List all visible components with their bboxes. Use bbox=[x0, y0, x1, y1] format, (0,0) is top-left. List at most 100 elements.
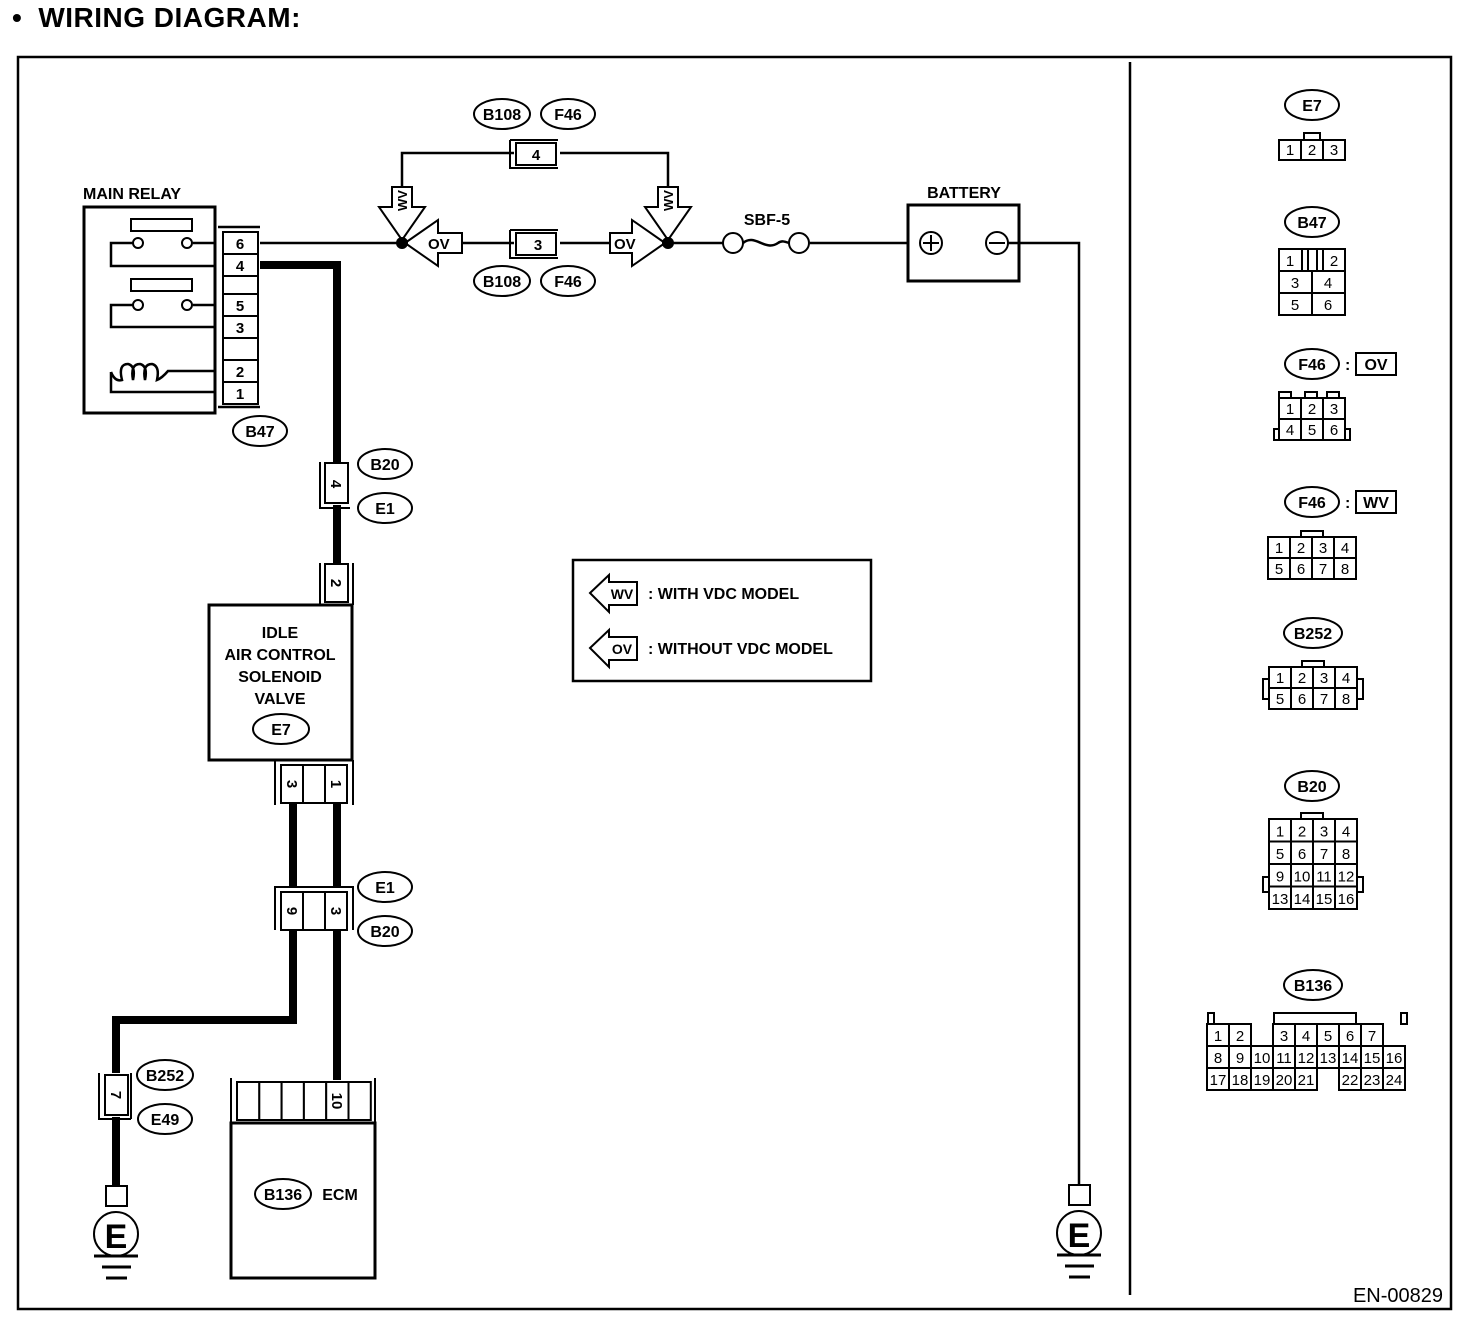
legend-wv-code: WV bbox=[611, 586, 634, 602]
connector-view-badge-f46: F46:OV bbox=[1284, 348, 1397, 380]
connector-badge-f46-bottom: F46 bbox=[540, 265, 596, 297]
ov-left-text: OV bbox=[428, 236, 450, 253]
pin-7: 7 bbox=[1320, 691, 1328, 708]
pin-6: 6 bbox=[1346, 1028, 1354, 1045]
relay-pin-cell bbox=[222, 275, 259, 295]
relay-pin-5: 5 bbox=[236, 298, 244, 315]
b108-top-label: B108 bbox=[483, 107, 521, 124]
pin-12: 12 bbox=[1298, 1050, 1315, 1067]
connector-badge-e1-top: E1 bbox=[357, 492, 413, 524]
variant-code: WV bbox=[1363, 495, 1389, 512]
relay-pin-cell bbox=[222, 381, 259, 405]
svg-text:5: 5 bbox=[1291, 297, 1299, 314]
title-bullet: • bbox=[12, 2, 23, 33]
pin-2: 2 bbox=[1298, 824, 1306, 841]
connector-view-badge-b136: B136 bbox=[1283, 969, 1343, 1001]
upper-pin-label: 4 bbox=[532, 147, 541, 164]
pin-6: 6 bbox=[1298, 691, 1306, 708]
joint-connector-b252-e49: 7 bbox=[98, 1073, 132, 1120]
b20-bottom-label: B20 bbox=[370, 924, 399, 941]
pin-14: 14 bbox=[1342, 1050, 1359, 1067]
valve-pin-3: 3 bbox=[283, 780, 300, 788]
pin-15: 15 bbox=[1316, 891, 1333, 908]
pin-4: 4 bbox=[1341, 540, 1349, 557]
pin-6: 6 bbox=[1330, 422, 1338, 439]
e49-label: E49 bbox=[151, 1112, 180, 1129]
legend-ov-code: OV bbox=[612, 641, 633, 657]
connector-view-id: F46 bbox=[1298, 495, 1326, 512]
pin-22: 22 bbox=[1342, 1072, 1359, 1089]
connector-badge-b20-top: B20 bbox=[357, 448, 413, 480]
valve-line-1: IDLE bbox=[262, 625, 299, 642]
pin-5: 5 bbox=[1275, 561, 1283, 578]
connector-badge-f46-top: F46 bbox=[540, 98, 596, 130]
pin-9: 9 bbox=[1236, 1050, 1244, 1067]
pin-21: 21 bbox=[1298, 1072, 1315, 1089]
pin-7: 7 bbox=[1319, 561, 1327, 578]
legend-wv-arrow-icon: WV bbox=[588, 572, 638, 615]
pin-7: 7 bbox=[1320, 846, 1328, 863]
ecm-pin-10: 10 bbox=[328, 1093, 345, 1110]
pin-20: 20 bbox=[1276, 1072, 1293, 1089]
ecm: 10 B136 ECM bbox=[229, 1078, 377, 1280]
svg-text:3: 3 bbox=[1291, 275, 1299, 292]
wv-left-text: WV bbox=[395, 190, 410, 211]
diagram-frame bbox=[16, 55, 1453, 1311]
joint-connector-lower: 3 bbox=[509, 229, 558, 259]
pin-17: 17 bbox=[1210, 1072, 1227, 1089]
pin-6: 6 bbox=[1298, 846, 1306, 863]
connector-badge-b108-top: B108 bbox=[473, 98, 531, 130]
pin-23: 23 bbox=[1364, 1072, 1381, 1089]
pin-8: 8 bbox=[1342, 691, 1350, 708]
wire-pin9-ground bbox=[112, 930, 297, 1073]
pin-2: 2 bbox=[1298, 670, 1306, 687]
svg-text:4: 4 bbox=[1324, 275, 1332, 292]
ground-left: E bbox=[93, 1185, 139, 1280]
pin-4: 4 bbox=[1286, 422, 1294, 439]
valve-line-3: SOLENOID bbox=[238, 669, 322, 686]
connector-view-badge-e7: E7 bbox=[1284, 89, 1340, 121]
connector-view-id: B136 bbox=[1294, 978, 1332, 995]
pin-11: 11 bbox=[1316, 869, 1332, 886]
pin-10: 10 bbox=[1254, 1050, 1271, 1067]
svg-text:2: 2 bbox=[1330, 253, 1338, 270]
ecm-pin-cell bbox=[236, 1081, 261, 1121]
legend-wv-text: : WITH VDC MODEL bbox=[648, 586, 799, 603]
relay-pin-6: 6 bbox=[236, 236, 244, 253]
relay-contact-bar bbox=[130, 218, 193, 232]
wv-arrow-left-icon: WV bbox=[377, 186, 427, 242]
pin-16: 16 bbox=[1338, 891, 1355, 908]
pin-3: 3 bbox=[1280, 1028, 1288, 1045]
pin-3: 3 bbox=[1330, 401, 1338, 418]
pin-19: 19 bbox=[1254, 1072, 1271, 1089]
variant-colon: : bbox=[1345, 357, 1350, 374]
connector-badge-e49: E49 bbox=[137, 1103, 193, 1135]
relay-pin-4: 4 bbox=[236, 258, 245, 275]
connector-badge-b20-bottom: B20 bbox=[357, 915, 413, 947]
pin-5: 5 bbox=[1308, 422, 1316, 439]
pin-1: 1 bbox=[1286, 142, 1294, 159]
b108-bottom-label: B108 bbox=[483, 274, 521, 291]
connector-badge-b252: B252 bbox=[136, 1059, 194, 1091]
valve-line-2: AIR CONTROL bbox=[224, 647, 335, 664]
pin-2: 2 bbox=[1297, 540, 1305, 557]
valve-line-4: VALVE bbox=[255, 691, 306, 708]
main-relay-label: MAIN RELAY bbox=[83, 186, 181, 203]
ecm-pin-cell bbox=[347, 1081, 372, 1121]
joint-connector-b20-e1-top: 4 bbox=[319, 462, 350, 509]
joint-connector-e1-b20-bottom: 9 3 bbox=[274, 886, 354, 931]
relay-coil-icon bbox=[109, 362, 215, 383]
valve-top-pin: 2 bbox=[327, 579, 344, 587]
svg-text:6: 6 bbox=[1324, 297, 1332, 314]
battery-label: BATTERY bbox=[927, 185, 1001, 202]
variant-colon: : bbox=[1345, 495, 1350, 512]
b252-label: B252 bbox=[146, 1068, 184, 1085]
pin-5: 5 bbox=[1276, 846, 1284, 863]
b252-pin: 7 bbox=[107, 1091, 124, 1099]
pin-14: 14 bbox=[1294, 891, 1311, 908]
